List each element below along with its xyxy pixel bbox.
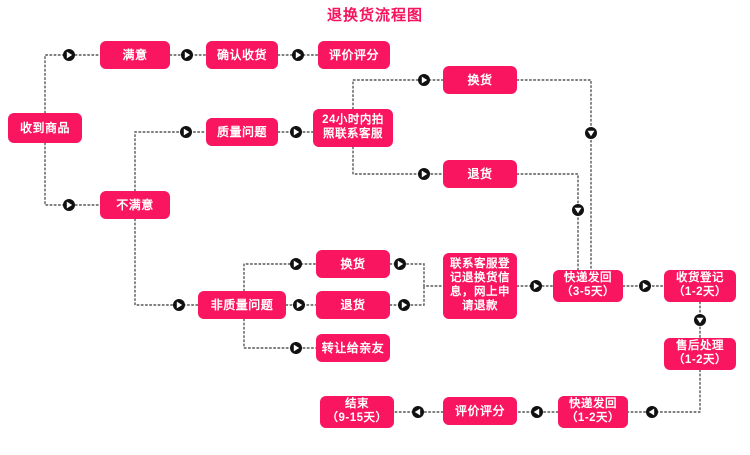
- node-rate-bottom[interactable]: 评价评分: [443, 397, 517, 425]
- edge-received-to-unsatisfied: [44, 142, 101, 206]
- edge-unsatisfied-to-nonquality: [134, 218, 199, 306]
- arrow-marker-right-icon: [418, 168, 430, 180]
- arrow-marker-left-icon: [531, 406, 543, 418]
- edge-unsatisfied-to-quality: [134, 131, 207, 192]
- node-receive-log[interactable]: 收货登记 （1-2天）: [664, 270, 736, 302]
- edge-aftersales-to-ship-back-12: [627, 369, 701, 413]
- arrow-marker-right-icon: [290, 126, 302, 138]
- edge-exchange-mid-to-contact-cs: [389, 263, 444, 287]
- edge-received-to-satisfied: [44, 54, 101, 114]
- arrow-marker-down-icon: [572, 204, 584, 216]
- node-transfer[interactable]: 转让给亲友: [316, 334, 390, 362]
- node-ship-back-12[interactable]: 快递发回 （1-2天）: [558, 396, 628, 428]
- node-return-top[interactable]: 退货: [443, 160, 517, 188]
- edge-nonquality-to-transfer: [243, 318, 317, 349]
- node-rate-top[interactable]: 评价评分: [318, 41, 390, 69]
- arrow-marker-right-icon: [290, 258, 302, 270]
- arrow-marker-right-icon: [398, 299, 410, 311]
- node-end[interactable]: 结束 （9-15天）: [320, 396, 394, 428]
- edge-exchange-top-to-ship-back-35: [516, 79, 592, 271]
- node-quality[interactable]: 质量问题: [206, 118, 278, 146]
- node-ship-back-35[interactable]: 快递发回 （3-5天）: [553, 270, 623, 302]
- node-received[interactable]: 收到商品: [8, 113, 82, 143]
- arrow-marker-right-icon: [180, 126, 192, 138]
- edge-24h-to-exchange-top: [352, 79, 444, 110]
- arrow-marker-left-icon: [646, 406, 658, 418]
- arrow-marker-right-icon: [181, 49, 193, 61]
- node-unsatisfied[interactable]: 不满意: [100, 191, 170, 219]
- node-exchange-mid[interactable]: 换货: [316, 250, 390, 278]
- arrow-marker-down-icon: [585, 127, 597, 139]
- arrow-marker-right-icon: [394, 258, 406, 270]
- arrow-marker-left-icon: [412, 406, 424, 418]
- edge-24h-to-return-top: [352, 146, 444, 175]
- arrow-marker-right-icon: [290, 342, 302, 354]
- arrow-marker-right-icon: [530, 280, 542, 292]
- node-return-mid[interactable]: 退货: [316, 291, 390, 319]
- node-exchange-top[interactable]: 换货: [443, 66, 517, 94]
- arrow-marker-right-icon: [63, 199, 75, 211]
- arrow-marker-right-icon: [63, 49, 75, 61]
- edge-return-mid-to-contact-cs: [389, 285, 425, 306]
- arrow-marker-right-icon: [292, 49, 304, 61]
- node-satisfied[interactable]: 满意: [100, 41, 170, 69]
- edge-nonquality-to-exchange-mid: [243, 263, 317, 292]
- arrow-marker-right-icon: [293, 299, 305, 311]
- node-contact-cs[interactable]: 联系客服登 记退换货信 息，网上申 请退款: [443, 253, 517, 319]
- node-24h[interactable]: 24小时内拍 照联系客服: [313, 109, 393, 147]
- node-nonquality[interactable]: 非质量问题: [198, 291, 286, 319]
- node-confirm[interactable]: 确认收货: [206, 41, 278, 69]
- arrow-marker-right-icon: [639, 280, 651, 292]
- page-title: 退换货流程图: [326, 7, 423, 24]
- arrow-marker-down-icon: [694, 314, 706, 326]
- node-aftersales[interactable]: 售后处理 （1-2天）: [664, 338, 736, 370]
- edge-return-top-to-ship-back-35: [516, 173, 579, 271]
- arrow-marker-right-icon: [418, 74, 430, 86]
- arrow-marker-right-icon: [173, 299, 185, 311]
